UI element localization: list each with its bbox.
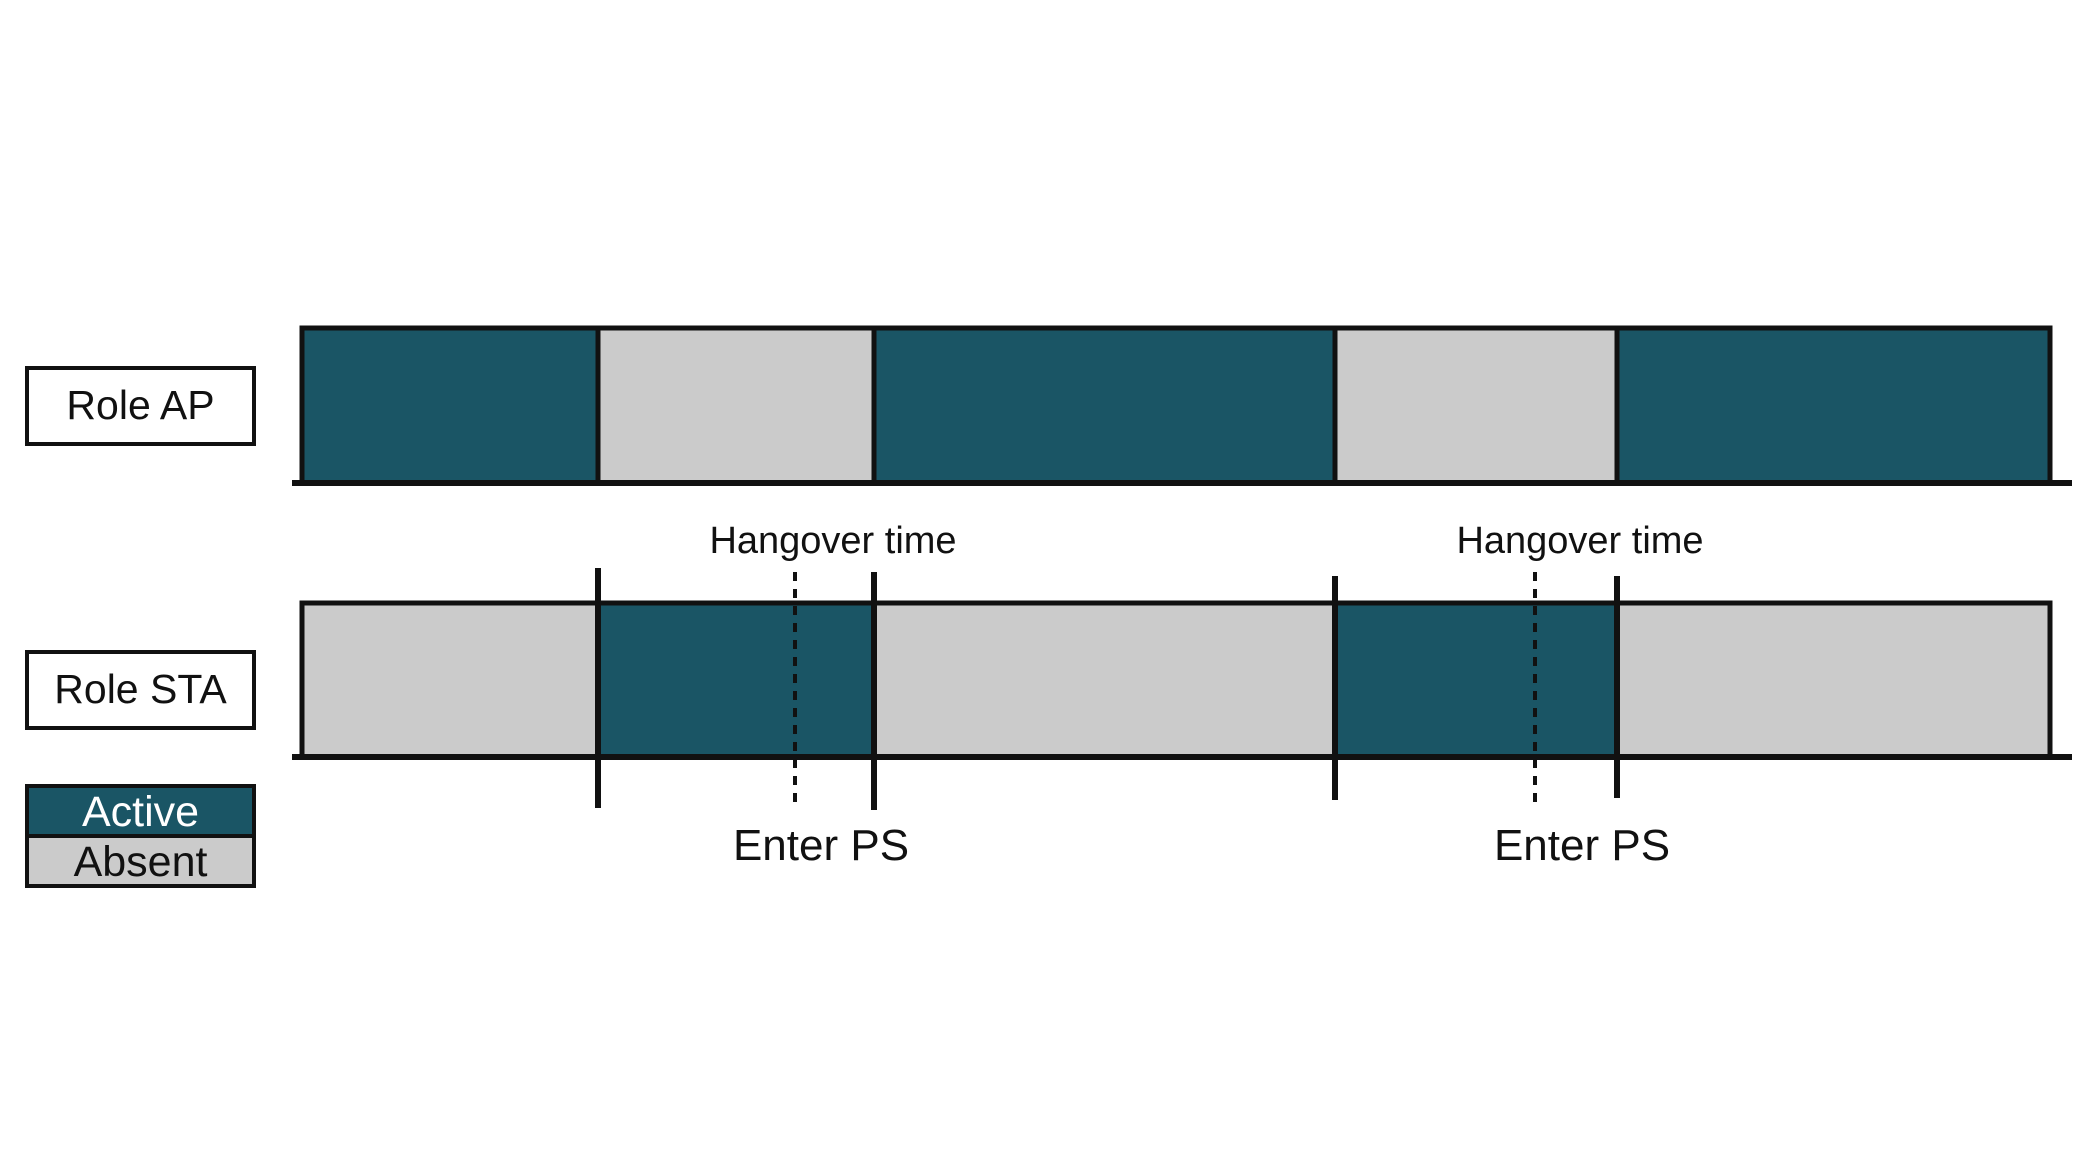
hangover-time-label: Hangover time — [1456, 520, 1703, 562]
sta-timeline — [299, 600, 2053, 760]
ap-timeline — [299, 325, 2053, 486]
hangover-time-label: Hangover time — [709, 520, 956, 562]
sta-absent-segment — [299, 600, 601, 760]
role-sta-label-text: Role STA — [54, 666, 227, 712]
ap-active-segment — [871, 325, 1338, 486]
sta-absent-segment — [1614, 600, 2053, 760]
legend-absent-swatch — [29, 837, 252, 884]
legend-active-label: Active — [82, 788, 199, 836]
sta-active-segment — [595, 600, 877, 760]
ap-absent-segment — [1332, 325, 1620, 486]
role-ap-label-text: Role AP — [66, 382, 214, 428]
legend-absent-label: Absent — [74, 838, 208, 886]
ap-active-segment — [299, 325, 601, 486]
ap-active-segment — [1614, 325, 2053, 486]
ap-absent-segment — [595, 325, 877, 486]
sta-absent-segment — [871, 600, 1338, 760]
enter-ps-label: Enter PS — [733, 821, 909, 870]
legend-active-swatch — [29, 788, 252, 835]
role-ap-label: Role AP — [25, 366, 256, 446]
enter-ps-label: Enter PS — [1494, 821, 1670, 870]
sta-active-segment — [1332, 600, 1620, 760]
role-sta-label: Role STA — [25, 650, 256, 730]
legend: Active Absent — [25, 784, 256, 888]
